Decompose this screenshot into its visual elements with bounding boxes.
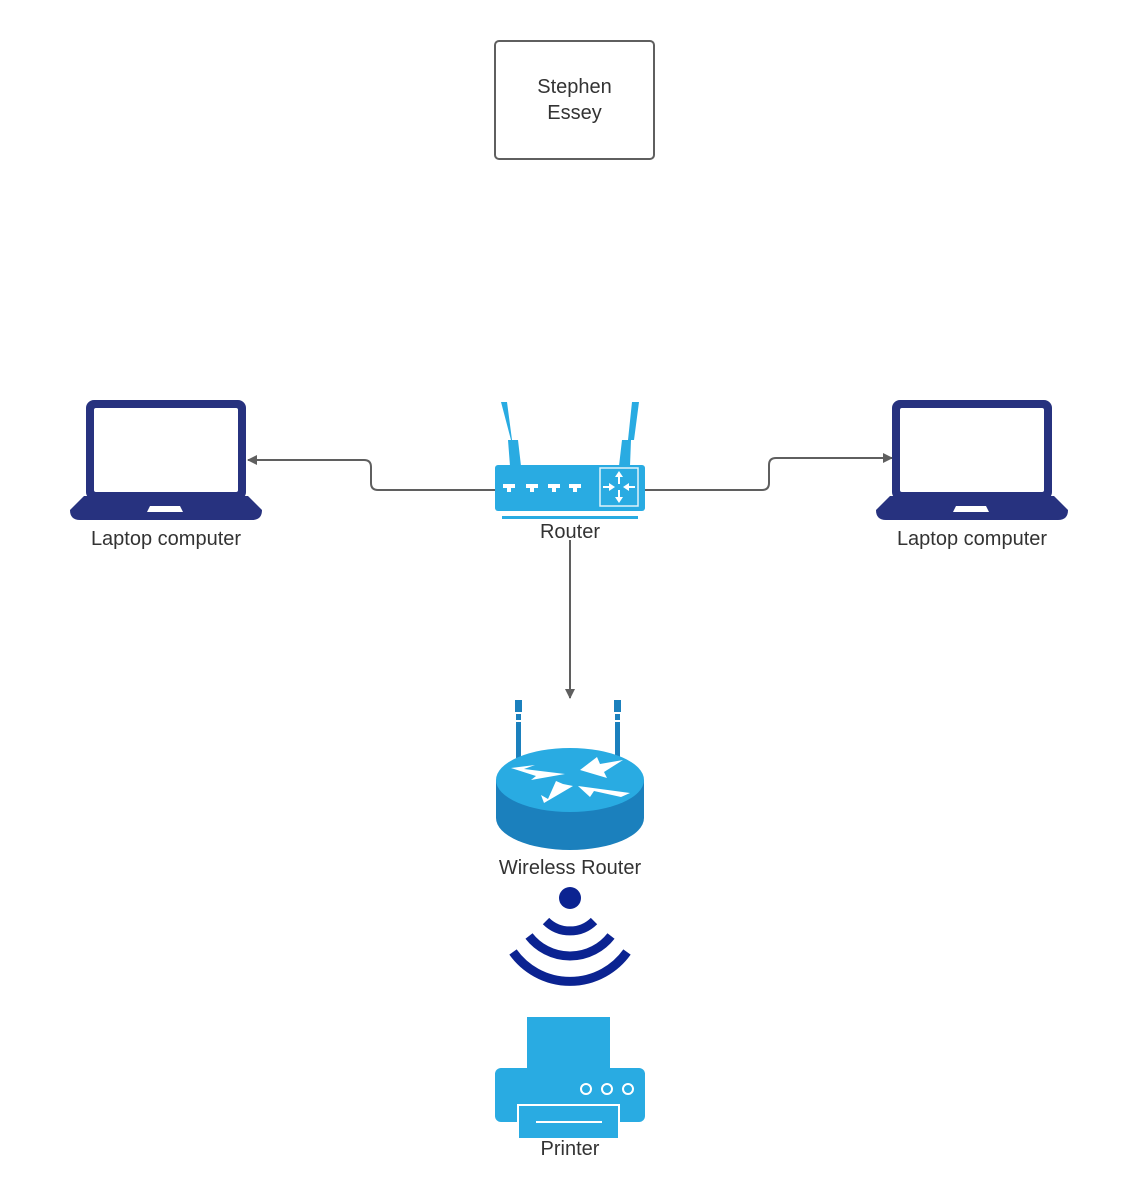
laptop-left-icon[interactable] — [70, 400, 262, 520]
laptop-right-label: Laptop computer — [896, 528, 1048, 550]
router-label: Router — [539, 521, 601, 543]
router-icon[interactable] — [495, 402, 645, 519]
laptop-right-icon[interactable] — [876, 400, 1068, 520]
title-line-2: Essey — [547, 102, 602, 124]
title-line-1: Stephen — [537, 76, 612, 98]
printer-icon[interactable] — [495, 1017, 645, 1140]
connector-router-to-right-laptop[interactable] — [645, 453, 893, 491]
title-box[interactable]: Stephen Essey — [494, 40, 655, 160]
laptop-left-label: Laptop computer — [90, 528, 242, 550]
printer-label: Printer — [540, 1138, 600, 1160]
connector-router-to-left-laptop[interactable] — [247, 455, 495, 491]
wireless-router-label: Wireless Router — [498, 857, 642, 879]
wifi-signal-icon — [509, 887, 631, 986]
wireless-router-icon[interactable] — [496, 700, 644, 850]
